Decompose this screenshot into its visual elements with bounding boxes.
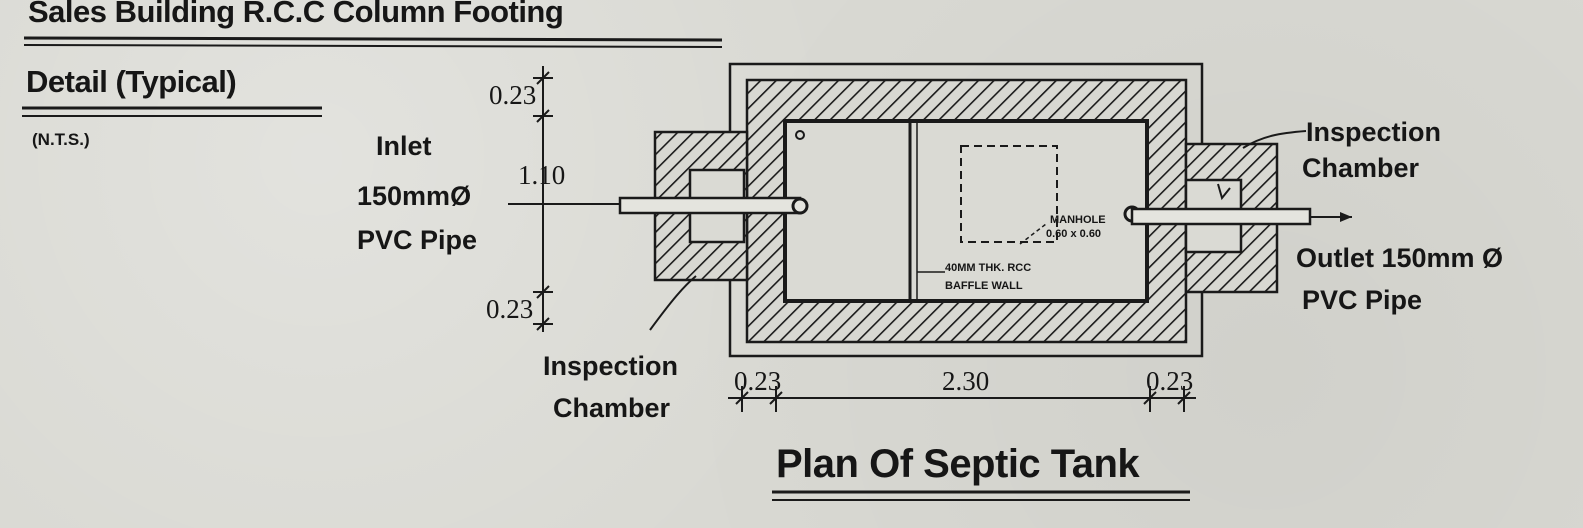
title-underlines — [22, 36, 723, 117]
plan-title-underlines — [772, 490, 1190, 501]
drawing-title: Sales Building R.C.C Column Footing — [28, 0, 564, 29]
outlet-label-line2: PVC Pipe — [1302, 285, 1423, 315]
manhole-label-line1: MANHOLE — [1050, 214, 1106, 226]
vent-circle — [795, 130, 805, 140]
baffle-label-line2: BAFFLE WALL — [945, 280, 1023, 292]
right-chamber-label-line2: Chamber — [1302, 153, 1420, 183]
drawing-subtitle: Detail (Typical) — [26, 64, 237, 99]
right-chamber-leader — [1242, 130, 1307, 149]
left-chamber-label-line2: Chamber — [553, 393, 671, 423]
manhole-label-line2: 0.60 x 0.60 — [1046, 228, 1102, 240]
left-chamber-leader — [649, 275, 697, 331]
horizontal-dimension-line — [728, 386, 1196, 412]
plan-title: Plan Of Septic Tank — [776, 442, 1140, 486]
manhole-dashed — [960, 145, 1058, 243]
inlet-label-line2: 150mmØ — [357, 181, 472, 211]
baffle-label-line1: 40MM THK. RCC — [945, 262, 1032, 274]
left-chamber-label-line1: Inspection — [543, 351, 679, 381]
dim-right-wall: 0.23 — [1146, 366, 1194, 396]
outlet-pipe — [1123, 205, 1352, 226]
scale-note: (N.T.S.) — [32, 130, 90, 149]
outlet-label-line1: Outlet 150mm Ø — [1296, 243, 1504, 273]
dim-left-wall: 0.23 — [734, 366, 782, 396]
dim-bottom-wall: 0.23 — [486, 294, 534, 324]
dim-inner-length: 2.30 — [942, 366, 990, 396]
inlet-label-line3: PVC Pipe — [357, 225, 478, 255]
vertical-dimension-line — [533, 66, 553, 332]
dim-top-wall: 0.23 — [489, 80, 537, 110]
inlet-label-line1: Inlet — [376, 131, 432, 161]
dim-inner-width: 1.10 — [518, 160, 566, 190]
tank-inner-chamber — [783, 119, 1149, 303]
inlet-pipe — [508, 196, 809, 215]
right-chamber-label-line1: Inspection — [1306, 117, 1442, 147]
